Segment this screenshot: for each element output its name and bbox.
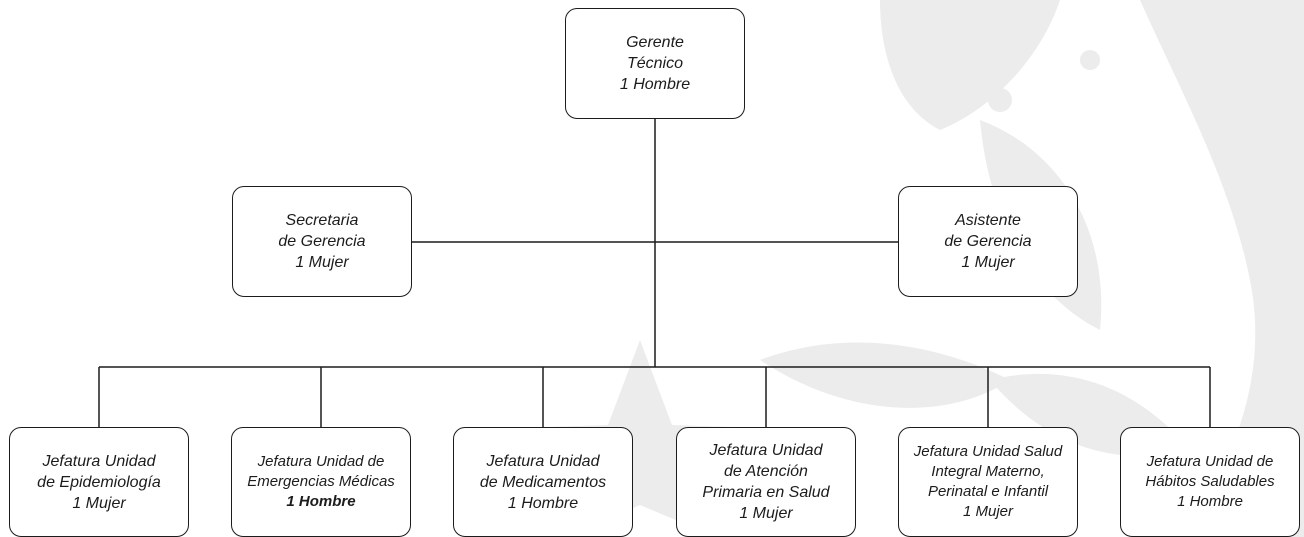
node-title-line-2: de Gerencia: [278, 233, 366, 250]
node-staff-count: 1 Mujer: [72, 494, 126, 512]
node-unidad-atencion-primaria: Jefatura Unidad de Atención Primaria en …: [676, 427, 856, 537]
node-unidad-medicamentos: Jefatura Unidad de Medicamentos 1 Hombre: [453, 427, 633, 537]
node-staff-count: 1 Hombre: [286, 493, 356, 510]
node-secretaria-gerencia: Secretaria de Gerencia 1 Mujer: [232, 186, 412, 297]
node-title-line-2: de Atención: [724, 463, 808, 480]
node-asistente-gerencia: Asistente de Gerencia 1 Mujer: [898, 186, 1078, 297]
node-staff-count: 1 Hombre: [619, 76, 691, 93]
node-title-line-2: Hábitos Saludables: [1145, 473, 1275, 490]
node-title-line-1: Jefatura Unidad de: [257, 453, 385, 470]
node-unidad-materno-infantil: Jefatura Unidad Salud Integral Materno, …: [898, 427, 1078, 537]
watermark-star-icon: [518, 340, 762, 537]
node-title-line-2: de Gerencia: [944, 233, 1032, 250]
node-title-line-1: Jefatura Unidad Salud: [913, 443, 1063, 460]
node-title-line-1: Jefatura Unidad: [42, 452, 156, 470]
node-title-line-1: Secretaria: [285, 212, 359, 229]
node-unidad-epidemiologia: Jefatura Unidad de Epidemiología 1 Mujer: [9, 427, 189, 537]
node-title-line-2: de Medicamentos: [479, 473, 607, 491]
node-staff-count: 1 Mujer: [962, 503, 1014, 520]
node-gerente-tecnico: Gerente Técnico 1 Hombre: [565, 8, 745, 119]
node-title-line-1: Jefatura Unidad: [709, 442, 823, 459]
watermark-laurel-icon: [1140, 0, 1304, 537]
node-staff-count: 1 Hombre: [1177, 493, 1243, 510]
node-unidad-habitos-saludables: Jefatura Unidad de Hábitos Saludables 1 …: [1120, 427, 1300, 537]
node-title-line-2: Emergencias Médicas: [247, 473, 395, 490]
node-unidad-emergencias: Jefatura Unidad de Emergencias Médicas 1…: [231, 427, 411, 537]
node-title-line-2: Técnico: [626, 55, 684, 72]
node-title-line-2: de Epidemiología: [37, 473, 161, 491]
node-title-line-2: Integral Materno,: [931, 463, 1045, 480]
node-title-line-1: Jefatura Unidad: [486, 452, 600, 470]
node-title-line-1: Asistente: [955, 212, 1021, 229]
node-title-line-3: Primaria en Salud: [702, 484, 830, 501]
node-title-line-1: Jefatura Unidad de: [1146, 453, 1274, 470]
node-title-line-1: Gerente: [626, 34, 684, 51]
node-staff-count: 1 Mujer: [295, 254, 349, 271]
node-staff-count: 1 Mujer: [961, 254, 1015, 271]
node-title-line-3: Perinatal e Infantil: [927, 483, 1049, 500]
node-staff-count: 1 Mujer: [739, 505, 793, 522]
node-staff-count: 1 Hombre: [507, 494, 579, 512]
